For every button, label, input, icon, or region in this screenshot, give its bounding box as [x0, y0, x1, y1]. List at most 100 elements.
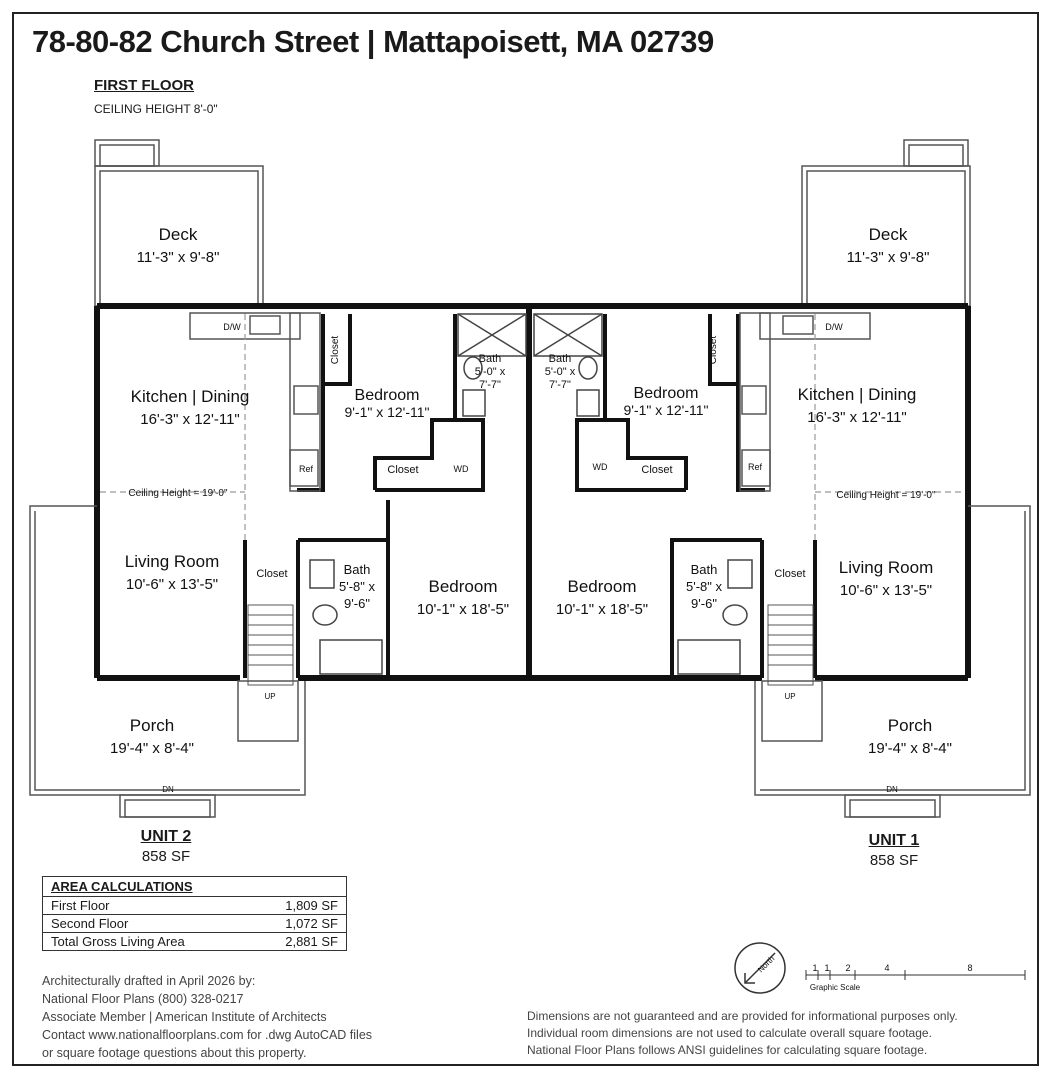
label-dw: D/W [223, 322, 241, 332]
label-living-dim: 10'-6" x 13'-5" [126, 576, 218, 593]
north-arrow: North [734, 942, 786, 994]
label-bedroom-large-dim: 10'-1" x 18'-5" [417, 601, 509, 618]
label-closet-3: Closet [256, 568, 287, 580]
unit1-label: UNIT 1 [868, 832, 920, 849]
label-bedroom-small: Bedroom [355, 387, 420, 404]
scale-label: Graphic Scale [810, 983, 861, 992]
label-bath-small-dim2: 7'-7" [479, 379, 501, 391]
label-ref: Ref [748, 462, 763, 472]
disclaimer-line: Individual room dimensions are not used … [527, 1026, 932, 1040]
graphic-scale [805, 970, 1026, 980]
label-bedroom-large: Bedroom [568, 577, 637, 596]
unit2-plan [29, 139, 532, 818]
area-row: Total Gross Living Area 2,881 SF [43, 932, 346, 950]
unit1-stairs [767, 604, 814, 686]
unit1-walls [529, 303, 971, 681]
label-closet-1: Closet [330, 336, 341, 365]
area-row-value: 1,809 SF [285, 898, 338, 913]
label-bedroom-small-dim: 9'-1" x 12'-11" [344, 404, 429, 420]
area-row-label: Second Floor [51, 916, 129, 931]
label-closet-3: Closet [774, 568, 805, 580]
area-row: First Floor 1,809 SF [43, 896, 346, 914]
label-closet-2: Closet [641, 464, 672, 476]
label-up: UP [784, 692, 795, 701]
unit1-dashed [814, 314, 965, 540]
label-bath-mid-dim1: 5'-8" x [686, 579, 722, 594]
scale-tick-3: 2 [845, 963, 850, 973]
area-header: AREA CALCULATIONS [51, 879, 193, 894]
label-bath-small: Bath [479, 353, 502, 365]
label-kitchen: Kitchen | Dining [798, 385, 917, 404]
unit1-porch [754, 505, 1031, 818]
scale-tick-4: 4 [884, 963, 889, 973]
label-bath-mid: Bath [344, 562, 371, 577]
label-ceiling-height: Ceiling Height = 19'-0" [836, 490, 936, 501]
area-row-value: 2,881 SF [285, 934, 338, 949]
label-bedroom-small-dim: 9'-1" x 12'-11" [623, 402, 708, 418]
label-bath-small: Bath [549, 353, 572, 365]
unit2-block: UNIT 2 858 SF [96, 828, 236, 865]
label-bath-small-dim1: 5'-0" x [545, 366, 576, 378]
unit1-block: UNIT 1 858 SF [824, 832, 964, 869]
label-closet-1: Closet [708, 336, 719, 365]
credit-line: Architecturally drafted in April 2026 by… [42, 974, 256, 988]
label-bath-mid-dim1: 5'-8" x [339, 579, 375, 594]
area-row-label: Total Gross Living Area [51, 934, 185, 949]
label-deck-dim: 11'-3" x 9'-8" [847, 249, 930, 266]
scale-tick-1: 1 [812, 963, 817, 973]
label-ceiling-height: Ceiling Height = 19'-0" [128, 488, 228, 499]
ceiling-height-label: CEILING HEIGHT 8'-0" [94, 102, 218, 116]
label-porch: Porch [888, 716, 932, 735]
credit-line: Contact www.nationalfloorplans.com for .… [42, 1028, 373, 1042]
label-porch-dim: 19'-4" x 8'-4" [868, 740, 952, 757]
area-row-value: 1,072 SF [285, 916, 338, 931]
disclaimer-line: National Floor Plans follows ANSI guidel… [527, 1043, 928, 1057]
unit2-labels: Deck 11'-3" x 9'-8" Kitchen | Dining 16'… [110, 225, 509, 794]
label-bath-mid-dim2: 9'-6" [691, 596, 717, 611]
label-kitchen-dim: 16'-3" x 12'-11" [807, 409, 907, 426]
unit2-dashed [100, 314, 246, 540]
north-label: North [756, 954, 776, 974]
credit-line: Associate Member | American Institute of… [42, 1010, 327, 1024]
unit2-porch [29, 505, 306, 818]
label-bath-mid: Bath [691, 562, 718, 577]
label-living-dim: 10'-6" x 13'-5" [840, 582, 932, 599]
label-kitchen: Kitchen | Dining [131, 387, 250, 406]
unit1-counters [739, 312, 871, 492]
label-porch-dim: 19'-4" x 8'-4" [110, 740, 194, 757]
unit1-interior-walls [575, 314, 817, 678]
unit1-plan [529, 139, 1031, 818]
unit2-stairs [247, 604, 294, 686]
credit-line: or square footage questions about this p… [42, 1046, 307, 1060]
label-kitchen-dim: 16'-3" x 12'-11" [140, 411, 240, 428]
credit-line: National Floor Plans (800) 328-0217 [42, 992, 244, 1006]
label-bedroom-large-dim: 10'-1" x 18'-5" [556, 601, 648, 618]
deck-railing [801, 139, 971, 307]
scale-tick-5: 8 [967, 963, 972, 973]
unit2-label: UNIT 2 [140, 828, 192, 845]
label-wd: WD [593, 462, 608, 472]
unit1-labels: Deck 11'-3" x 9'-8" Kitchen | Dining 16'… [545, 225, 952, 794]
label-bath-small-dim1: 5'-0" x [475, 366, 506, 378]
label-porch: Porch [130, 716, 174, 735]
label-living: Living Room [125, 552, 220, 571]
label-bedroom-small: Bedroom [634, 385, 699, 402]
label-living: Living Room [839, 558, 934, 577]
label-dw: D/W [825, 322, 843, 332]
area-calculations-table: AREA CALCULATIONS First Floor 1,809 SF S… [42, 876, 347, 951]
label-deck: Deck [159, 225, 198, 244]
label-wd: WD [454, 464, 469, 474]
page-title: 78-80-82 Church Street | Mattapoisett, M… [32, 24, 714, 59]
label-deck-dim: 11'-3" x 9'-8" [137, 249, 220, 266]
label-dn: DN [886, 785, 898, 794]
label-bath-small-dim2: 7'-7" [549, 379, 571, 391]
label-bedroom-large: Bedroom [429, 577, 498, 596]
unit1-bath-fixtures [533, 313, 753, 675]
unit2-sf: 858 SF [141, 848, 191, 865]
area-row-label: First Floor [51, 898, 110, 913]
label-up: UP [264, 692, 275, 701]
page-border [12, 12, 1039, 1066]
label-ref: Ref [299, 464, 314, 474]
floor-label: FIRST FLOOR [94, 77, 194, 94]
